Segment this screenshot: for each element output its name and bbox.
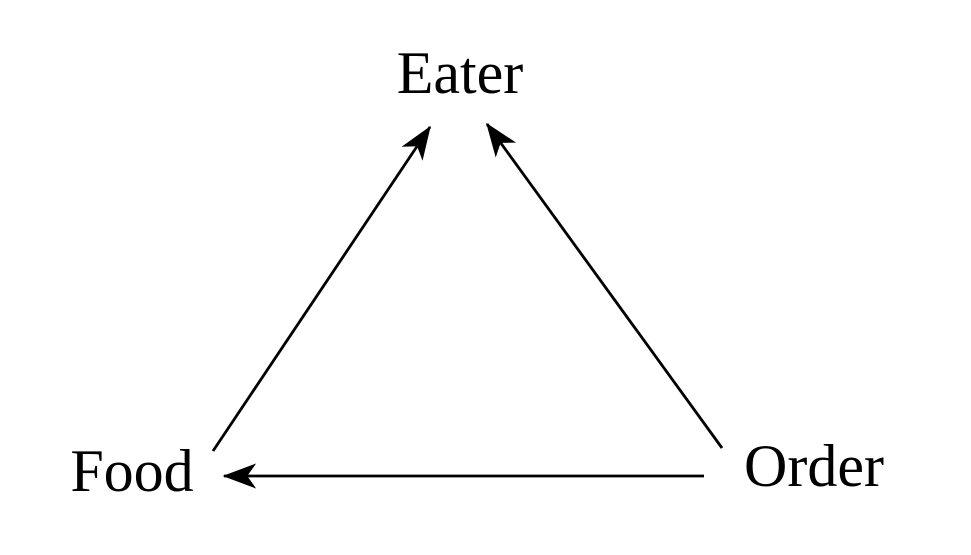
- node-label-food: Food: [70, 438, 193, 504]
- node-label-eater: Eater: [397, 40, 524, 106]
- edge-food-to-eater: [211, 125, 432, 452]
- node-label-order: Order: [744, 433, 884, 499]
- edge-order-to-eater: [485, 122, 724, 449]
